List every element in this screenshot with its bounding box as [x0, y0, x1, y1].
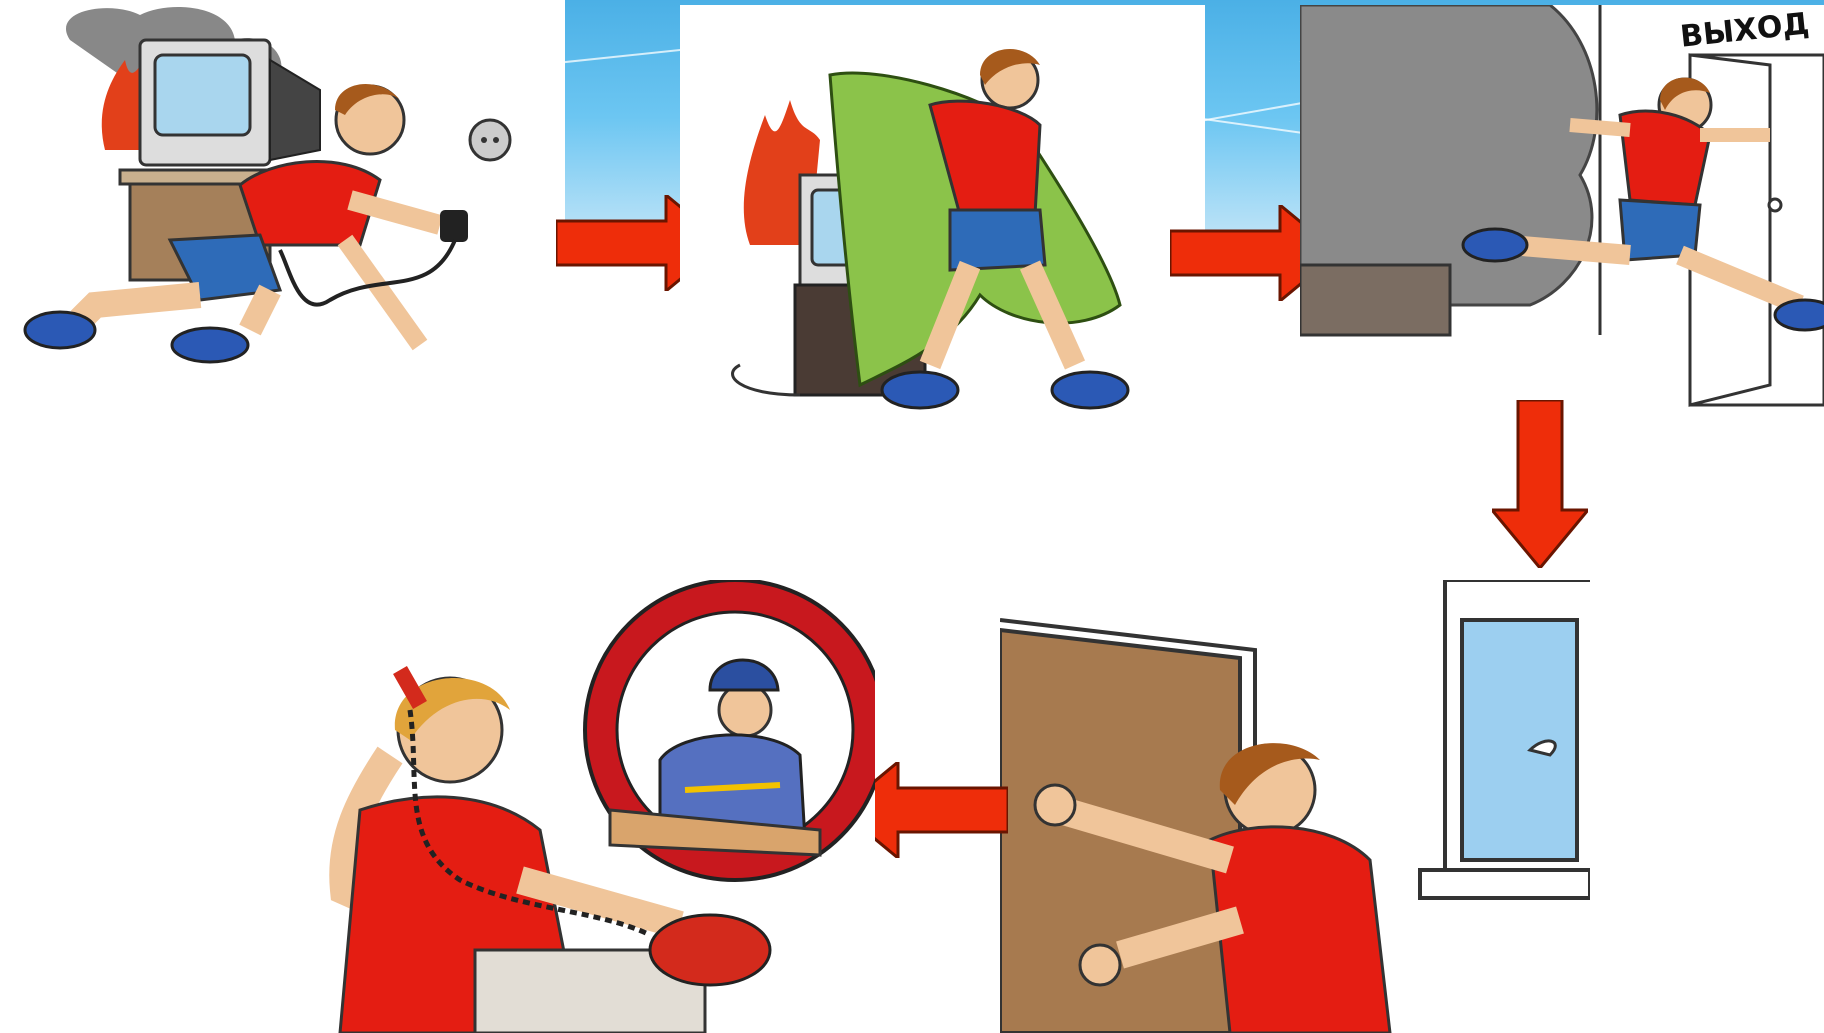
step-escape-panel: ВЫХОД	[1300, 5, 1824, 425]
blanket-cover-icon	[680, 5, 1205, 445]
emergency-number-label: 01	[645, 655, 685, 697]
close-door-icon	[1000, 580, 1590, 1033]
escape-exit-icon	[1300, 5, 1824, 425]
flow-arrow-down	[1492, 400, 1588, 568]
phone-call-icon	[300, 580, 875, 1033]
step-unplug-panel	[0, 0, 565, 450]
step-close-door-panel	[1000, 580, 1590, 1033]
step-cover-panel	[680, 5, 1205, 445]
unplug-tv-icon	[0, 0, 565, 450]
step-call-panel: 01	[300, 580, 875, 1033]
